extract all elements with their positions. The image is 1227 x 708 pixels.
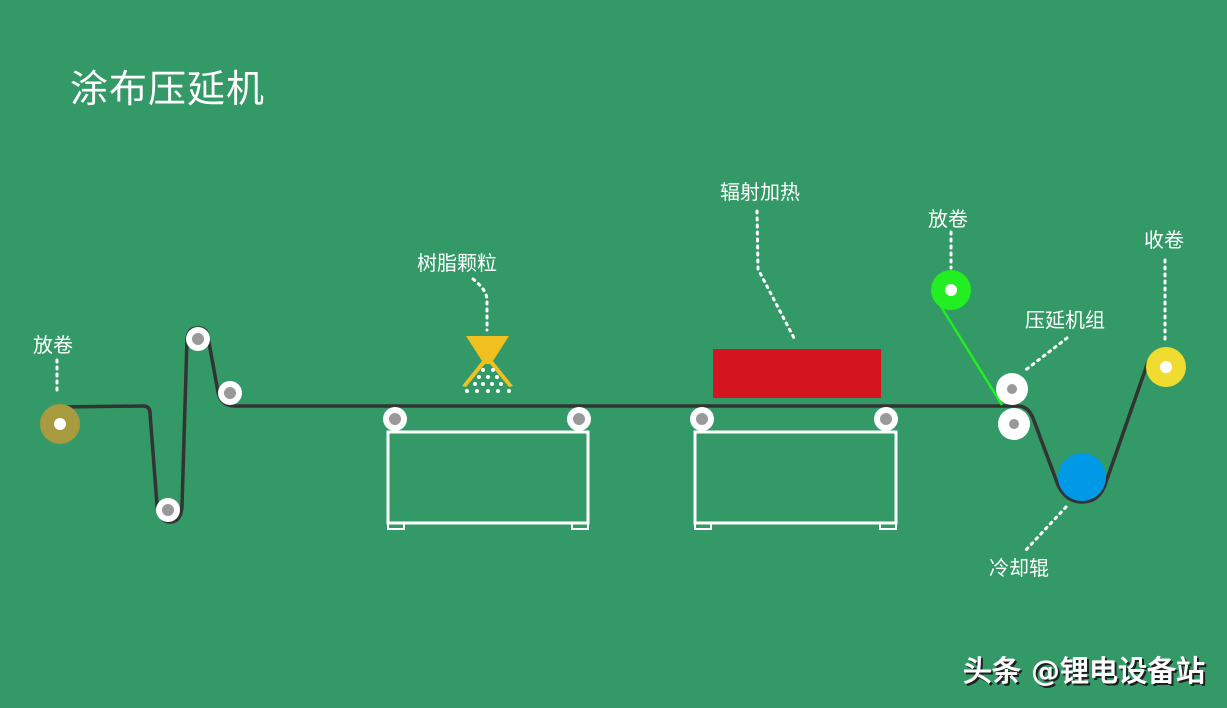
idler-roller-bottom xyxy=(156,498,180,522)
label-cooling-roll: 冷却辊 xyxy=(989,556,1049,580)
unwind-roll-right xyxy=(931,270,971,310)
cooling-roll xyxy=(1058,453,1106,501)
leader-radiant-heating xyxy=(755,209,796,340)
calender-roll-lower xyxy=(998,408,1030,440)
label-unwind-right: 放卷 xyxy=(928,207,968,231)
idler-roller-guide xyxy=(218,381,242,405)
top-film-line xyxy=(935,299,1004,406)
oven-box-1 xyxy=(383,407,591,530)
resin-hopper-icon xyxy=(462,336,513,393)
leader-calender xyxy=(1021,336,1069,374)
watermark: 头条 @锂电设备站 xyxy=(962,654,1205,688)
unwind-roll-left xyxy=(40,404,80,444)
label-unwind-left: 放卷 xyxy=(33,333,73,357)
calender-roll-upper xyxy=(996,373,1028,405)
rewind-roll xyxy=(1146,347,1186,387)
radiant-heater-block xyxy=(713,349,881,398)
idler-roller-top xyxy=(186,327,210,351)
leader-cooling-roll xyxy=(1023,505,1068,553)
label-radiant-heating: 辐射加热 xyxy=(720,180,800,204)
page-title: 涂布压延机 xyxy=(70,67,266,111)
label-rewind: 收卷 xyxy=(1144,228,1184,252)
label-calender-group: 压延机组 xyxy=(1025,308,1105,332)
leader-resin xyxy=(471,277,489,332)
oven-box-2 xyxy=(690,407,898,530)
web-film-path xyxy=(58,326,1150,524)
label-resin-particles: 树脂颗粒 xyxy=(417,251,497,275)
